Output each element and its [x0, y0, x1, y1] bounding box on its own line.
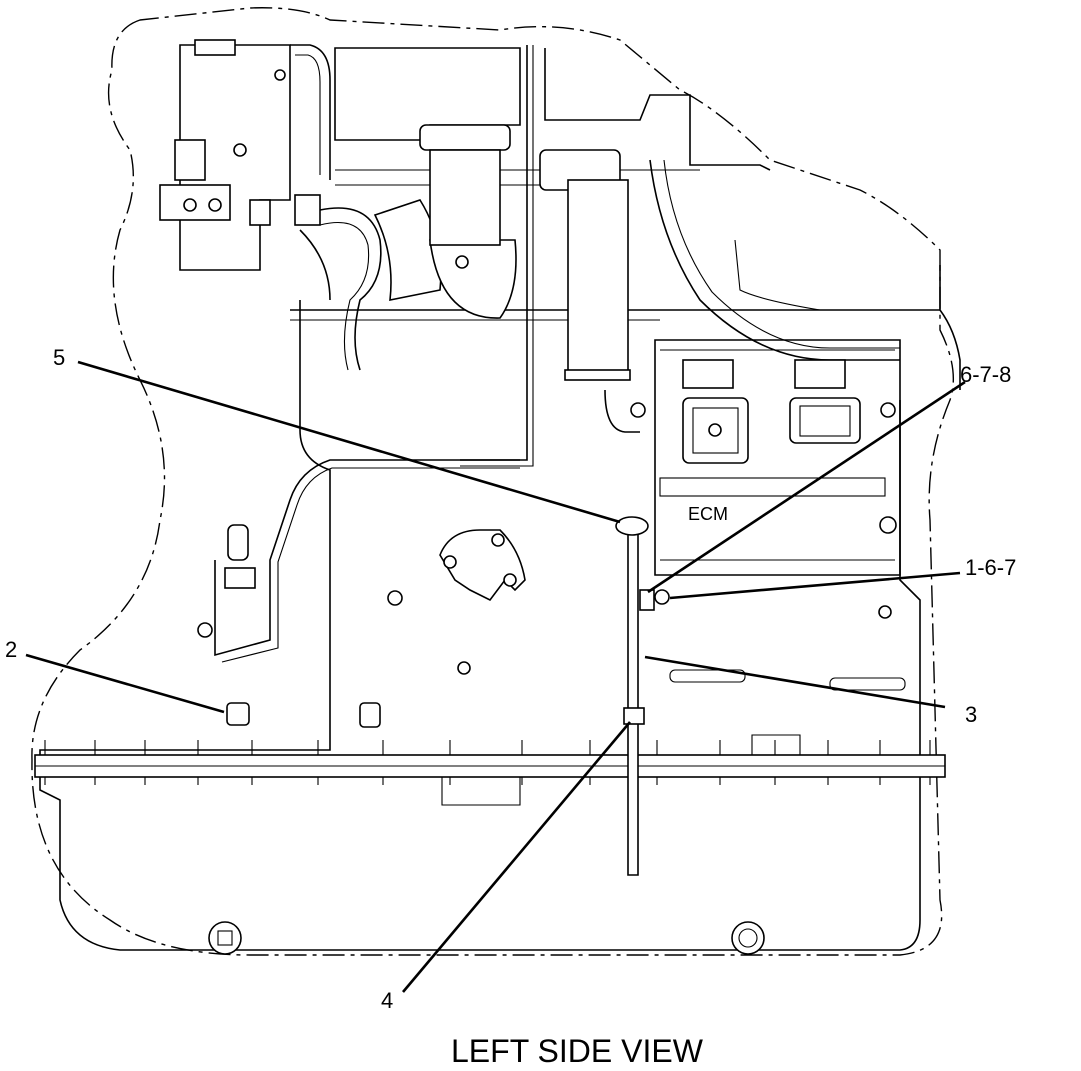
- ecm-mount-bolt-1: [879, 516, 897, 534]
- fuel-line-far-right: [939, 265, 961, 390]
- fuel-hose-a: [319, 207, 382, 371]
- callout-3: 3: [965, 702, 977, 727]
- pan-rail-bolts: [44, 740, 931, 785]
- pump-bolt-3: [443, 555, 457, 569]
- dipstick-bracket: [639, 589, 655, 611]
- ecm-housing: [654, 339, 901, 576]
- cup-plug-2: [359, 702, 381, 728]
- secondary-filter: [567, 179, 629, 376]
- tube-clamp: [224, 567, 256, 589]
- ecm-cooling-band: [659, 477, 886, 497]
- pan-slot-2: [829, 677, 906, 691]
- return-tube-inner: [221, 467, 520, 663]
- plug-left-stack: [227, 524, 249, 561]
- callout-5: 5: [53, 345, 65, 370]
- bracket-plate: [194, 39, 236, 56]
- bracket-bolt-callout: [654, 589, 670, 605]
- valve-bolt-2: [208, 198, 222, 212]
- pan-slot-1: [669, 669, 746, 683]
- pan-boss-right: [751, 734, 801, 760]
- ecm-connector-cap-2: [794, 359, 846, 389]
- drain-plug-left: [208, 921, 242, 955]
- wire-harness-right: [649, 159, 900, 361]
- callout-4: 4: [381, 988, 393, 1013]
- callout-2: 2: [5, 637, 17, 662]
- ecm-connector-j1-center: [708, 423, 722, 437]
- valve-bolt-1: [183, 198, 197, 212]
- fuel-tube-vertical-inner: [460, 45, 534, 467]
- upper-left-tube: [290, 44, 331, 180]
- valve-body-2: [174, 139, 206, 181]
- boss-1: [197, 622, 213, 638]
- pan-drain-boss: [441, 770, 521, 806]
- dipstick-tube-clip: [623, 707, 645, 725]
- ecm-inner: [660, 349, 895, 561]
- return-tube: [214, 459, 520, 657]
- drain-plug-right-inner: [738, 928, 758, 948]
- boss-3: [878, 605, 892, 619]
- leader-1-6-7: [669, 571, 961, 600]
- fuel-line-right: [734, 239, 940, 311]
- ecm-connector-j2-face: [799, 405, 851, 437]
- valve-fitting-2: [294, 194, 321, 226]
- intake-bolt: [455, 255, 469, 269]
- drain-plug-left-square: [217, 930, 233, 946]
- boss-4: [457, 661, 471, 675]
- leader-5: [77, 360, 621, 524]
- dipstick-handle: [615, 516, 649, 536]
- leader-6-7-8: [647, 380, 966, 594]
- fuel-hose-b: [299, 229, 331, 301]
- leader-3: [644, 655, 946, 709]
- ecm-connector-j2: [789, 397, 861, 444]
- ecm-connector-cap-1: [682, 359, 734, 389]
- ecm-label: ECM: [688, 504, 728, 524]
- bracket-bolt-2: [274, 69, 286, 81]
- primary-filter-head: [419, 124, 511, 151]
- dipstick-upper-bolt: [630, 402, 646, 418]
- boss-2: [387, 590, 403, 606]
- filter-base: [564, 369, 631, 381]
- ecm-mount-bolt-2: [880, 402, 896, 418]
- leader-2: [25, 653, 225, 714]
- leader-4: [402, 721, 631, 993]
- ecm-connector-j1-face: [692, 407, 739, 454]
- engine-block: [39, 300, 921, 951]
- bracket-bolt: [233, 143, 247, 157]
- pump-bolt-1: [491, 533, 505, 547]
- upper-left-tube-inner: [295, 54, 321, 175]
- callout-6-7-8: 6-7-8: [960, 362, 1011, 387]
- fuel-hose-a-inner: [319, 221, 370, 371]
- valve-fitting: [249, 199, 271, 226]
- primary-filter: [429, 149, 501, 246]
- callout-1-6-7: 1-6-7: [965, 555, 1016, 580]
- view-caption: LEFT SIDE VIEW: [451, 1033, 704, 1069]
- drain-plug-right: [731, 921, 765, 955]
- upper-housing-right: [544, 48, 771, 171]
- intake-housing: [429, 239, 517, 319]
- engine-envelope-outline: [31, 7, 955, 956]
- pump-bolt-2: [503, 573, 517, 587]
- cup-plug: [226, 702, 250, 726]
- dipstick-upper-bracket: [604, 389, 640, 433]
- wire-harness-right-2: [663, 159, 900, 349]
- dipstick-tube: [627, 529, 639, 876]
